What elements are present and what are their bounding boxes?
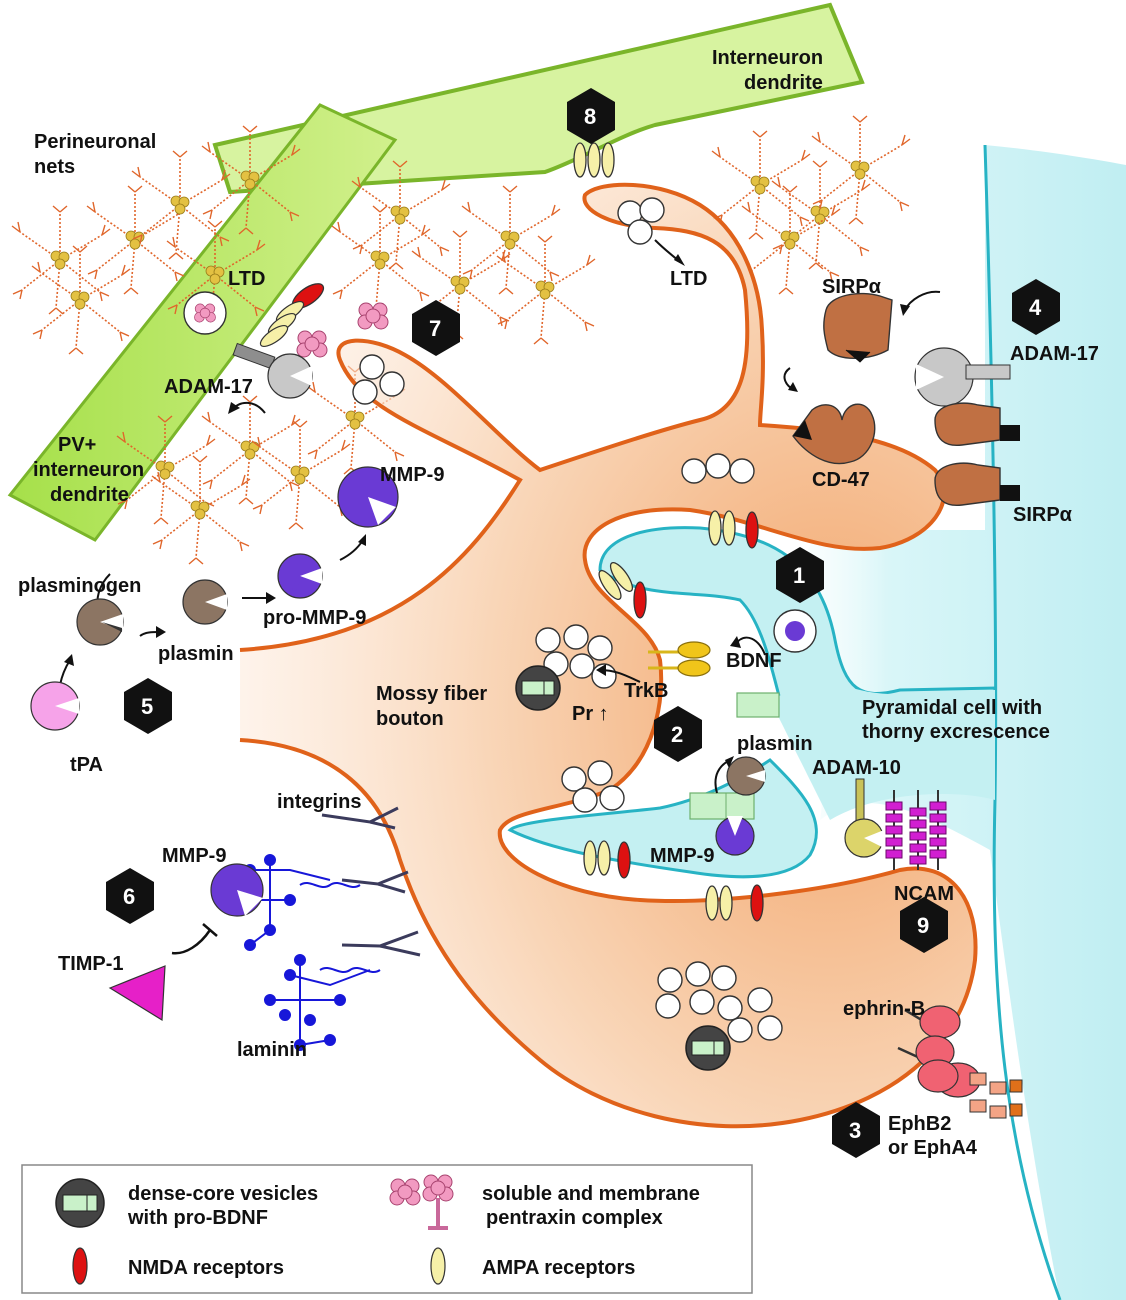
badge-4: 4 (1012, 279, 1060, 335)
label-mmp9-top: MMP-9 (380, 464, 444, 486)
label-ephrin: ephrin-B (843, 998, 925, 1020)
svg-text:8: 8 (584, 104, 596, 129)
label-ltd-left: LTD (228, 268, 265, 290)
sirpa-membrane-shapes (934, 402, 1020, 507)
label-plasmin-left: plasmin (158, 643, 234, 665)
legend-ampa-label: AMPA receptors (482, 1257, 635, 1279)
label-sirpa-bottom: SIRPα (1013, 504, 1073, 526)
pro-mmp9-shape (277, 553, 323, 599)
bdnf-molecule (736, 692, 780, 718)
cd47-shape (792, 403, 876, 465)
ephrin-eph-shape (897, 1005, 1023, 1119)
label-adam10: ADAM-10 (812, 757, 901, 779)
svg-text:5: 5 (141, 694, 153, 719)
label-pr: Pr ↑ (572, 703, 609, 725)
svg-text:1: 1 (793, 563, 805, 588)
mmp9-vesicle (773, 609, 817, 653)
label-mmp9-mid: MMP-9 (650, 845, 714, 867)
label-adam17-left: ADAM-17 (164, 376, 253, 398)
label-mmp9-left: MMP-9 (162, 845, 226, 867)
label-trkb: TrkB (624, 680, 668, 702)
timp1-shape (108, 965, 166, 1022)
legend-nmda-label: NMDA receptors (128, 1257, 284, 1279)
pv-receptors (259, 283, 325, 348)
dense-core-vesicle-1 (515, 665, 561, 711)
plasmin-mid-shape (726, 756, 766, 796)
legend-box (21, 1164, 753, 1294)
pentraxin-soluble (357, 302, 389, 330)
inhibition-line (171, 923, 218, 955)
dendritic-shaft (770, 685, 995, 820)
adam17-left-shape (232, 342, 313, 399)
label-laminin: laminin (237, 1039, 307, 1061)
svg-text:3: 3 (849, 1118, 861, 1143)
legend-dense-core-icon (55, 1178, 105, 1228)
badge-6: 6 (106, 868, 154, 924)
pentraxin-complex-pv (296, 330, 328, 358)
legend-pentraxin-icon (389, 1174, 454, 1230)
legend-nmda-icon (72, 1247, 88, 1285)
adam17-right-shape (914, 347, 1011, 407)
tpa-shape (30, 681, 80, 731)
svg-text:9: 9 (917, 913, 929, 938)
svg-text:4: 4 (1029, 295, 1042, 320)
mmp9-top-shape (337, 466, 399, 528)
ncam-shape (885, 790, 947, 870)
badge-2: 2 (654, 706, 702, 762)
legend-ampa-icon (430, 1247, 446, 1285)
plasminogen-shape (76, 598, 124, 646)
label-ncam: NCAM (894, 883, 954, 905)
label-timp1: TIMP-1 (58, 953, 124, 975)
badge-9: 9 (900, 897, 948, 953)
badge-7: 7 (412, 300, 460, 356)
dense-core-vesicle-2 (685, 1025, 731, 1071)
label-bdnf: BDNF (726, 650, 782, 672)
label-plasminogen: plasminogen (18, 575, 141, 597)
mmp9-left-shape (210, 863, 264, 917)
svg-text:2: 2 (671, 722, 683, 747)
integrins-shape (321, 806, 421, 957)
badge-1: 1 (776, 547, 824, 603)
label-cd47: CD-47 (812, 469, 870, 491)
trkb-receptor (648, 641, 711, 677)
svg-text:7: 7 (429, 316, 441, 341)
label-integrins: integrins (277, 791, 361, 813)
label-ltd-top: LTD (670, 268, 707, 290)
plasmin-left-shape (182, 579, 228, 625)
label-sirpa-top: SIRPα (822, 276, 882, 298)
badge-5: 5 (124, 678, 172, 734)
label-plasmin-mid: plasmin (737, 733, 813, 755)
badge-8: 8 (567, 88, 615, 144)
pro-bdnf-cleavage (689, 792, 755, 820)
adam10-shape (844, 778, 884, 858)
mmp9-mid-shape (715, 816, 755, 856)
svg-text:6: 6 (123, 884, 135, 909)
label-pro-mmp9: pro-MMP-9 (263, 607, 366, 629)
receptors-synapse (573, 142, 764, 922)
ltd-endosome (183, 291, 227, 335)
label-adam17-right: ADAM-17 (1010, 343, 1099, 365)
badge-3: 3 (832, 1102, 880, 1158)
sirpa-top-shape (823, 292, 893, 363)
laminin-shape (244, 854, 381, 1051)
label-tpa: tPA (70, 754, 103, 776)
